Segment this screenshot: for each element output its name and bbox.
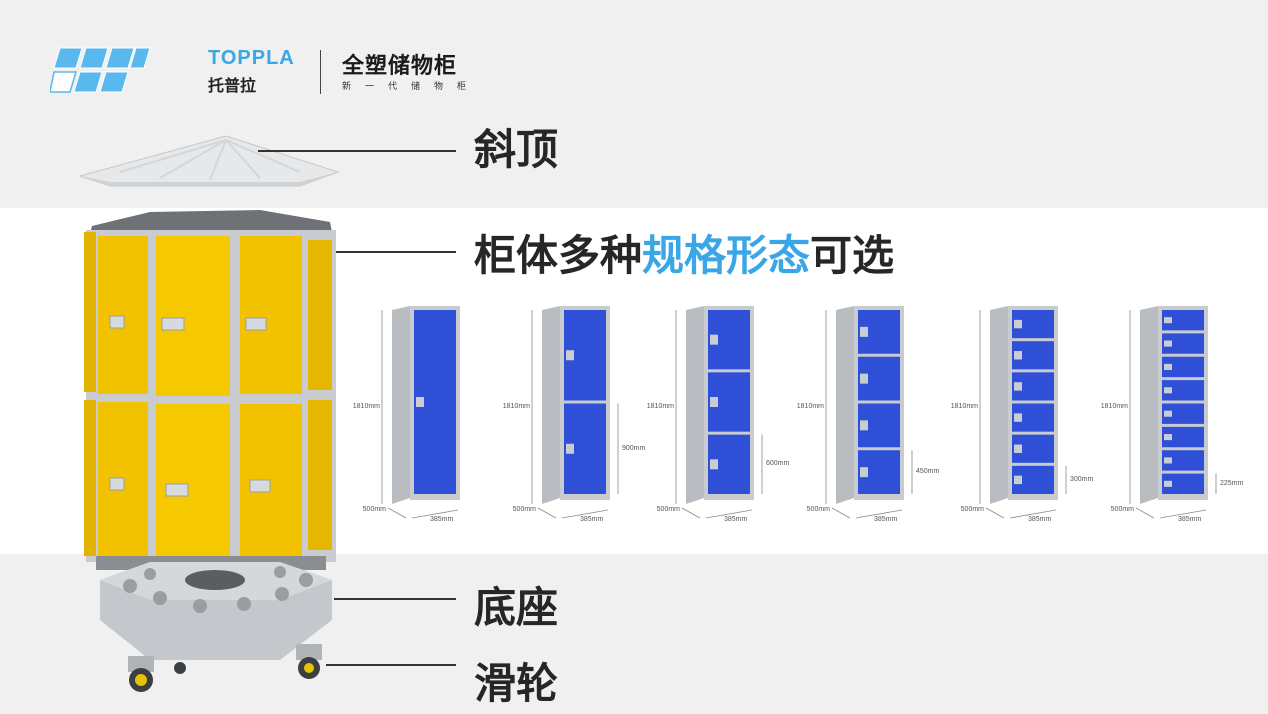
label-sloped-roof: 斜顶 [474, 125, 559, 174]
width-dimension-label: 385mm [580, 516, 604, 523]
locker-side-panel [542, 306, 560, 504]
height-dimension-label: 1810mm [796, 403, 824, 410]
width-dimension-label: 385mm [874, 516, 898, 523]
height-dimension-label: 1810mm [352, 403, 380, 410]
locker-side-panel [392, 306, 410, 504]
toppla-logo-icon [50, 47, 150, 93]
locker-lock [1164, 480, 1172, 487]
width-dimension-line [855, 509, 903, 519]
depth-dimension-line [1135, 507, 1155, 519]
depth-dimension-line [831, 507, 851, 519]
depth-dimension-label: 500mm [362, 506, 386, 513]
height-dimension-label: 1810mm [502, 403, 530, 410]
locker-lock [860, 467, 868, 478]
product-title: 全塑储物柜 [342, 54, 458, 79]
door-height-dimension-label: 900mm [622, 444, 646, 452]
leader-line-base [334, 598, 456, 600]
locker-lock [1014, 319, 1022, 329]
width-dimension-label: 385mm [724, 516, 748, 523]
caster-wheels [128, 644, 322, 692]
locker-side-panel [990, 306, 1008, 504]
door-height-dimension-label: 600mm [766, 460, 790, 468]
locker-door [1162, 473, 1204, 494]
height-dimension-label: 1810mm [646, 403, 674, 410]
locker-base [100, 562, 332, 660]
locker-lock [1164, 387, 1172, 394]
locker-lock [1164, 457, 1172, 464]
depth-dimension-label: 500mm [512, 506, 536, 513]
sloped-roof [78, 135, 340, 187]
logo-divider [320, 50, 321, 94]
door-height-dimension-label: 225mm [1220, 479, 1244, 487]
label-body-highlight: 规格形态 [642, 231, 811, 280]
product-subtitle: 新一代储物柜 [342, 82, 481, 92]
width-dimension-label: 385mm [1028, 516, 1052, 523]
locker-lock [1014, 351, 1022, 360]
leader-line-top [258, 150, 456, 152]
depth-dimension-line [681, 507, 701, 519]
label-body-prefix: 柜体多种 [474, 231, 643, 280]
locker-lock [710, 397, 718, 407]
label-wheels: 滑轮 [474, 659, 559, 708]
depth-dimension-line [387, 507, 407, 519]
depth-dimension-label: 500mm [656, 506, 680, 513]
width-dimension-line [561, 509, 609, 519]
depth-dimension-label: 500mm [960, 506, 984, 513]
depth-dimension-line [537, 507, 557, 519]
locker-door [1162, 450, 1204, 471]
locker-body [84, 230, 336, 570]
height-dimension-label: 1810mm [950, 403, 978, 410]
locker-side-panel [1140, 306, 1158, 504]
locker-lock [860, 373, 868, 384]
width-dimension-label: 385mm [1178, 516, 1202, 523]
leader-line-wheels [326, 664, 456, 666]
locker-side-panel [836, 306, 854, 504]
locker-door [1162, 403, 1204, 424]
locker-lock [710, 459, 718, 470]
locker-lock [1164, 363, 1172, 370]
width-dimension-line [705, 509, 753, 519]
leader-line-body [336, 251, 456, 253]
brand-name-en: TOPPLA [208, 47, 295, 69]
door-height-dimension-label: 450mm [916, 468, 940, 476]
locker-lock [860, 420, 868, 431]
depth-dimension-label: 500mm [806, 506, 830, 513]
locker-lock [566, 443, 574, 454]
locker-lock [1164, 410, 1172, 417]
locker-lock [1014, 413, 1022, 422]
locker-lock [566, 350, 574, 361]
label-body-options: 柜体多种规格形态可选 [474, 222, 894, 283]
depth-dimension-line [985, 507, 1005, 519]
locker-lock [1014, 444, 1022, 453]
locker-lock [710, 334, 718, 345]
locker-lock [1164, 434, 1172, 441]
width-dimension-line [1009, 509, 1057, 519]
locker-lock [860, 326, 868, 337]
locker-door [1162, 380, 1204, 401]
locker-side-panel [686, 306, 704, 504]
label-body-suffix: 可选 [810, 231, 895, 280]
locker-lock [1014, 382, 1022, 391]
locker-door [1162, 333, 1204, 354]
height-dimension-label: 1810mm [1100, 403, 1128, 410]
locker-lock [1164, 317, 1172, 324]
width-dimension-line [1159, 509, 1207, 519]
locker-lock [1164, 340, 1172, 347]
width-dimension-label: 385mm [430, 516, 454, 523]
brand-name-cn: 托普拉 [208, 76, 257, 95]
locker-door [1162, 310, 1204, 331]
label-base: 底座 [474, 583, 559, 632]
locker-lock [416, 397, 424, 407]
width-dimension-line [411, 509, 459, 519]
door-height-dimension-label: 300mm [1070, 475, 1094, 483]
locker-lock [1014, 475, 1022, 485]
locker-door [1162, 356, 1204, 378]
depth-dimension-label: 500mm [1110, 506, 1134, 513]
locker-door [1162, 426, 1204, 448]
